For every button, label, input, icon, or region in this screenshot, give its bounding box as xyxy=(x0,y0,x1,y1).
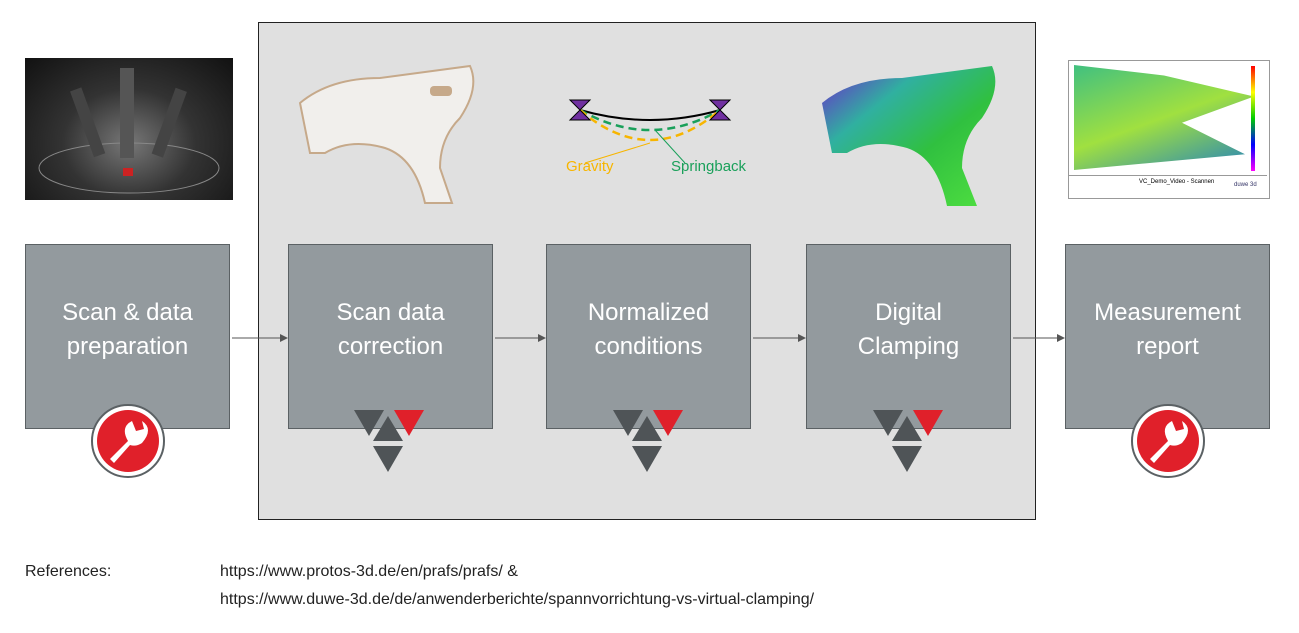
robot-scanner-photo xyxy=(25,58,233,200)
step-label: Clamping xyxy=(857,332,960,360)
report-brand: duwe 3d xyxy=(1234,182,1257,188)
reference-link[interactable]: https://www.duwe-3d.de/de/anwenderberich… xyxy=(220,591,815,608)
gravity-springback-diagram xyxy=(568,99,732,164)
wrench-logo-icon xyxy=(1131,404,1205,478)
triangle-logo-icon xyxy=(354,410,424,472)
fender-deviation-image xyxy=(822,66,996,206)
reference-link[interactable]: https://www.protos-3d.de/en/prafs/prafs/… xyxy=(220,563,518,580)
fender-scan-image xyxy=(298,64,475,204)
step-label: Normalized xyxy=(587,298,710,326)
triangle-logo-icon xyxy=(613,410,683,472)
step-label: Scan & data xyxy=(62,298,193,326)
step-label: preparation xyxy=(66,332,189,360)
step-label: Scan data xyxy=(336,298,445,326)
step-label: report xyxy=(1136,332,1199,360)
step-label: Measurement xyxy=(1094,298,1241,326)
wrench-logo-icon xyxy=(91,404,165,478)
flow-arrows xyxy=(232,334,1065,342)
report-title: VC_Demo_Video - Scannen xyxy=(1139,179,1215,185)
measurement-report-thumbnail: VC_Demo_Video - Scannen duwe 3d xyxy=(1068,60,1270,199)
step-label: correction xyxy=(337,332,444,360)
gravity-label: Gravity xyxy=(566,158,614,175)
step-normalized-conditions: Normalized conditions xyxy=(546,244,751,429)
step-label: conditions xyxy=(594,332,703,360)
step-scan-data-correction: Scan data correction xyxy=(288,244,493,429)
triangle-logo-icon xyxy=(873,410,943,472)
references-label: References: xyxy=(25,563,112,580)
step-label: Digital xyxy=(875,298,942,326)
step-scan-data-preparation: Scan & data preparation xyxy=(25,244,230,429)
springback-label: Springback xyxy=(671,158,747,175)
